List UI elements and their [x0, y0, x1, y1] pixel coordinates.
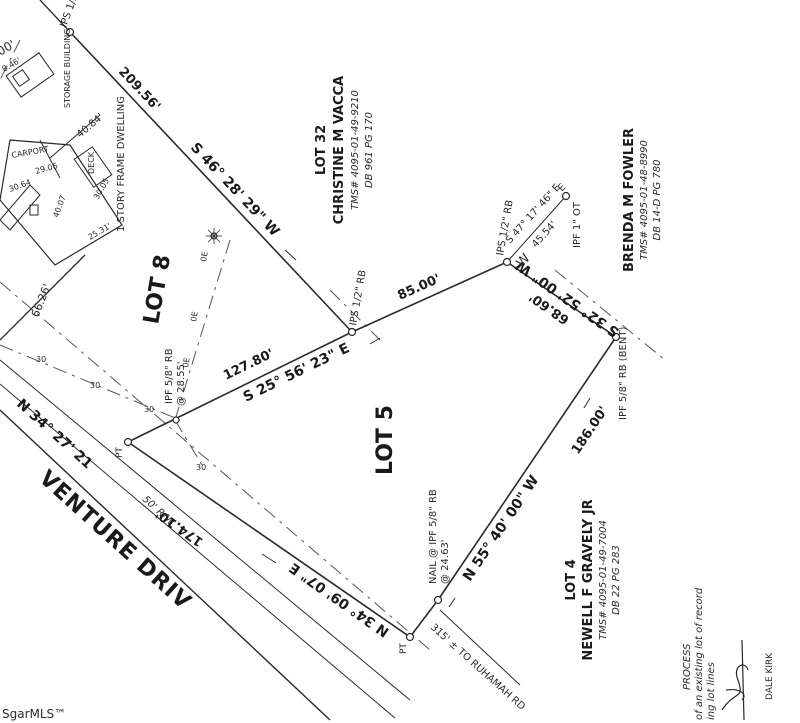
label-ips-mid: IPS 1/2" RB	[348, 269, 369, 326]
survey-pins	[65, 27, 621, 642]
road-right-of-way	[0, 281, 521, 721]
fowler-db: DB 14-D PG 780	[652, 160, 663, 241]
dim-d: 40.07	[51, 194, 67, 219]
fowler-owner: BRENDA M FOWLER	[622, 128, 637, 272]
label-storage: STORAGE BUILDING	[63, 29, 72, 109]
label-ipf-lot8-off: @ 28.55'	[176, 361, 187, 406]
dim-h: 30.64	[8, 178, 33, 194]
contour-30-a: 30	[36, 355, 46, 364]
label-dwelling: 1 STORY FRAME DWELLING	[116, 96, 127, 232]
fowler-tms: TMS# 4095-01-48-8990	[639, 140, 650, 260]
lot32-tms: TMS# 4095-01-49-9210	[350, 90, 361, 210]
contour-30-b: 30	[90, 381, 100, 390]
contour-0e-c: 0E	[181, 357, 192, 369]
label-pt-bottom: PT	[399, 643, 409, 654]
label-ipf-lot8: IPF 5/8" RB	[164, 348, 175, 404]
lot32-title: LOT 32	[314, 125, 329, 175]
lot32-owner-block: LOT 32 CHRISTINE M VACCA TMS# 4095-01-49…	[314, 76, 375, 224]
lot4-owner-block: LOT 4 NEWELL F GRAVELY JR TMS# 4095-01-4…	[564, 499, 622, 660]
pin-nail	[433, 595, 443, 605]
lot32-db: DB 961 PG 170	[364, 112, 375, 188]
light-pole-icon	[206, 228, 222, 244]
lot5-label: LOT 5	[373, 405, 398, 475]
dim-e: 30.05	[92, 177, 111, 201]
dist-top: 85.00'	[396, 272, 443, 304]
structures	[0, 52, 123, 266]
pin-ips-mid	[347, 327, 357, 337]
pin-ipf-lot8	[172, 416, 180, 424]
dim-b: 29.06	[34, 161, 58, 176]
contour-0e-a: 0E	[199, 251, 210, 263]
label-ipf-bent: IPF 5/8" RB (BENT)	[618, 327, 629, 420]
dim-g: 00'	[0, 37, 18, 58]
fowler-owner-block: BRENDA M FOWLER TMS# 4095-01-48-8990 DB …	[622, 128, 663, 272]
plat-notes: PROCESS of an existing lot of record ing…	[682, 587, 717, 720]
lot4-owner: NEWELL F GRAVELY JR	[581, 499, 596, 660]
lot8-boundary	[0, 0, 353, 443]
lot4-title: LOT 4	[564, 559, 579, 600]
pin-ipf-ot	[561, 191, 571, 201]
lot4-tms: TMS# 4095-01-49-7004	[598, 520, 609, 640]
pin-ips-corner	[502, 257, 512, 267]
setback-lines	[0, 39, 666, 471]
bearing-common: S 25° 56' 23" E	[241, 340, 352, 405]
line-arrows	[261, 249, 591, 608]
bearing-frontage: N 34° 09' 07" E	[287, 559, 393, 640]
lot8-label: LOT 8	[139, 253, 176, 326]
surveyor-signature	[721, 639, 749, 721]
bearing-lot8-north: S 46° 28' 29" W	[187, 140, 282, 240]
pin-pt-left	[123, 437, 133, 447]
contour-0e-b: 0E	[189, 311, 200, 323]
dist-frontage: 174.10'	[153, 506, 206, 549]
contour-30-d: 30	[196, 463, 206, 472]
pin-ipf-bent	[611, 332, 621, 342]
label-carport: CARPORT	[11, 145, 50, 160]
note-line2: of an existing lot of record	[694, 587, 705, 720]
note-line3: ing lot lines	[706, 662, 717, 720]
pin-ips-top	[65, 27, 75, 37]
label-nail-off: @ 24.63'	[440, 539, 451, 584]
lot32-owner: CHRISTINE M VACCA	[332, 76, 347, 224]
label-deck: DECK	[87, 151, 96, 174]
dim-f: 8.46'	[1, 56, 23, 74]
label-pt-left: PT	[115, 447, 125, 458]
mls-watermark: SgarMLS™	[2, 707, 66, 721]
lot5-boundary	[127, 195, 617, 638]
dist-southeast: 186.00'	[569, 404, 612, 457]
label-ips-top: IPS 1/2"	[58, 0, 82, 29]
label-nail: NAIL @ IPF 5/8" RB	[428, 489, 439, 584]
surveyor-name: DALE KIRK	[765, 652, 775, 700]
dim-a: 40.84'	[75, 112, 106, 141]
contour-30-c: 30	[144, 405, 154, 414]
pin-pt-bottom	[405, 632, 415, 642]
label-ipf-ot: IPF 1" OT	[572, 201, 583, 248]
dist-tie: 45.54'	[530, 219, 559, 250]
note-line1: PROCESS	[682, 643, 693, 690]
bearing-southeast: N 55° 40' 00" W	[460, 473, 542, 584]
ruhamah-note: 315' ± TO RUHAMAH RD	[428, 622, 527, 713]
dist-lot8-south: 66.26'	[29, 282, 54, 319]
lot4-db: DB 22 PG 283	[611, 545, 622, 615]
road-name: VENTURE DRIV	[34, 466, 196, 615]
